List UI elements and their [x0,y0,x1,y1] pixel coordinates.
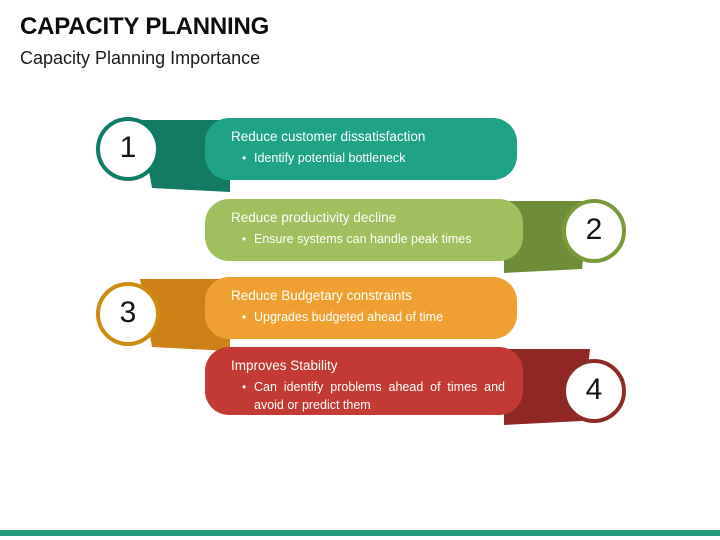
step-number-2: 2 [585,212,603,246]
step-banner-2[interactable]: Reduce productivity decline • Ensure sys… [205,199,523,261]
step-banner-1[interactable]: Reduce customer dissatisfaction • Identi… [205,118,517,180]
step-heading-1: Reduce customer dissatisfaction [231,129,426,144]
step-bullet-4-0: • Can identify problems ahead of times a… [231,378,505,414]
step-bullet-1-0: • Identify potential bottleneck [231,149,499,167]
step-heading-2: Reduce productivity decline [231,210,397,225]
step-number-4: 4 [585,372,603,406]
bottom-accent-bar [0,530,720,536]
step-bullet-3-0: • Upgrades budgeted ahead of time [231,308,499,326]
bullet-dot-icon: • [242,232,247,246]
step-number-badge-3[interactable]: 3 [96,282,160,346]
step-heading-3: Reduce Budgetary constraints [231,288,412,303]
step-banner-4[interactable]: Improves Stability • Can identify proble… [205,347,523,415]
page-subtitle: Capacity Planning Importance [20,48,261,68]
step-bullet-text-2-0: Ensure systems can handle peak times [254,232,472,246]
step-bullet-text-3-0: Upgrades budgeted ahead of time [254,310,444,324]
bullet-dot-icon: • [242,151,247,165]
step-number-badge-4[interactable]: 4 [562,359,626,423]
step-number-badge-1[interactable]: 1 [96,117,160,181]
step-heading-4: Improves Stability [231,358,338,373]
step-bullet-text-1-0: Identify potential bottleneck [254,151,406,165]
step-bullet-text-4-0: Can identify problems ahead of times and… [254,380,505,412]
step-banner-3[interactable]: Reduce Budgetary constraints • Upgrades … [205,277,517,339]
bullet-dot-icon: • [242,380,247,394]
step-number-3: 3 [119,295,137,329]
step-number-badge-2[interactable]: 2 [562,199,626,263]
step-number-1: 1 [119,130,137,164]
bullet-dot-icon: • [242,310,247,324]
step-bullet-2-0: • Ensure systems can handle peak times [231,230,505,248]
page-title: CAPACITY PLANNING [20,13,270,40]
